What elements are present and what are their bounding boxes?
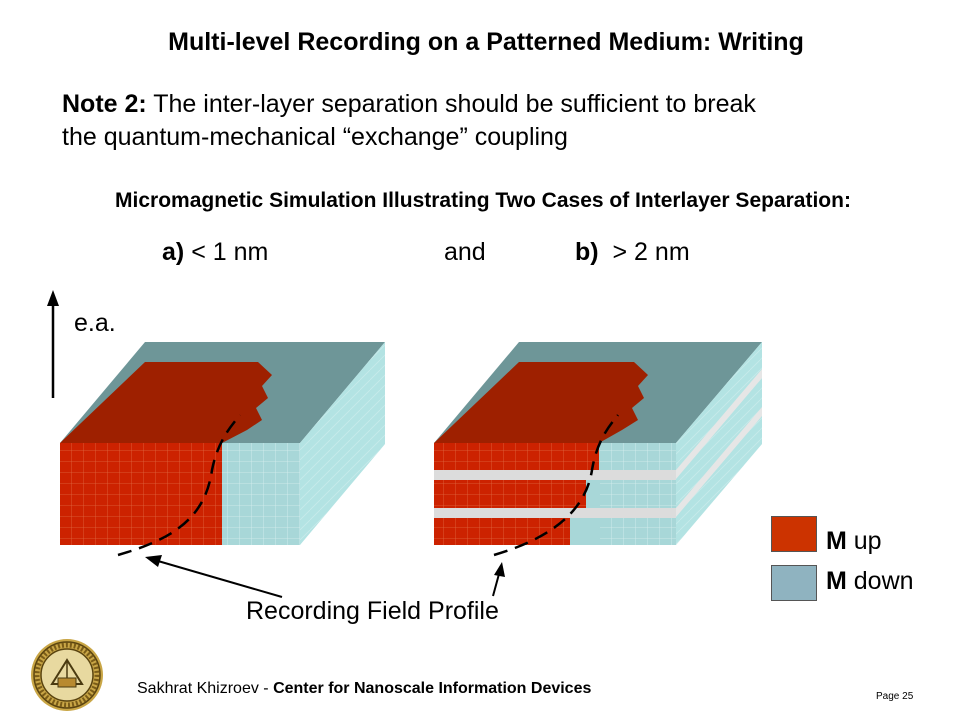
note-line-2: the quantum-mechanical “exchange” coupli… — [62, 123, 568, 151]
legend-down-label: M down — [826, 567, 914, 596]
case-b-label: b) — [575, 238, 599, 266]
block-b-spacer-2 — [434, 508, 676, 518]
legend-down-swatch — [771, 565, 817, 601]
block-b — [434, 342, 762, 545]
note-prefix: Note 2: — [62, 90, 147, 118]
legend-up-m: M — [826, 527, 847, 555]
case-b: b) > 2 nm — [575, 238, 690, 267]
field-profile-curve-a — [117, 414, 241, 557]
case-a-label: a) — [162, 238, 185, 266]
simulation-subtitle: Micromagnetic Simulation Illustrating Tw… — [115, 189, 851, 212]
recording-field-profile-label: Recording Field Profile — [246, 597, 499, 625]
easy-axis-arrowhead — [47, 290, 59, 306]
slide-title: Multi-level Recording on a Patterned Med… — [168, 28, 804, 56]
pointer-a — [157, 560, 283, 598]
note-line-1: The inter-layer separation should be suf… — [153, 90, 756, 118]
legend-down-m: M — [826, 567, 847, 595]
legend-down-text: down — [853, 567, 914, 595]
pointer-b — [492, 573, 500, 597]
legend-up-text: up — [853, 527, 882, 555]
pointer-b-head — [494, 562, 505, 577]
legend-up-swatch — [771, 516, 817, 552]
university-seal-logo — [31, 639, 103, 711]
case-conjunction: and — [444, 238, 486, 266]
block-a-top-up — [60, 362, 272, 443]
case-a: a) < 1 nm — [162, 238, 268, 267]
legend-up-label: M up — [826, 527, 882, 556]
footer-credit: Sakhrat Khizroev - Center for Nanoscale … — [137, 680, 591, 698]
note-text: Note 2: The inter-layer separation shoul… — [62, 88, 756, 154]
footer-author: Sakhrat Khizroev - — [137, 680, 274, 697]
block-b-spacer-1 — [434, 470, 676, 480]
block-b-top-up — [434, 362, 648, 443]
case-a-value: < 1 nm — [191, 238, 269, 266]
page-number: Page 25 — [876, 691, 914, 702]
pointer-a-head — [145, 555, 162, 567]
block-a — [60, 342, 385, 545]
easy-axis-label: e.a. — [74, 309, 116, 337]
field-profile-curve-b — [493, 414, 619, 557]
case-b-value: > 2 nm — [612, 238, 690, 266]
footer-center: Center for Nanoscale Information Devices — [273, 680, 592, 697]
